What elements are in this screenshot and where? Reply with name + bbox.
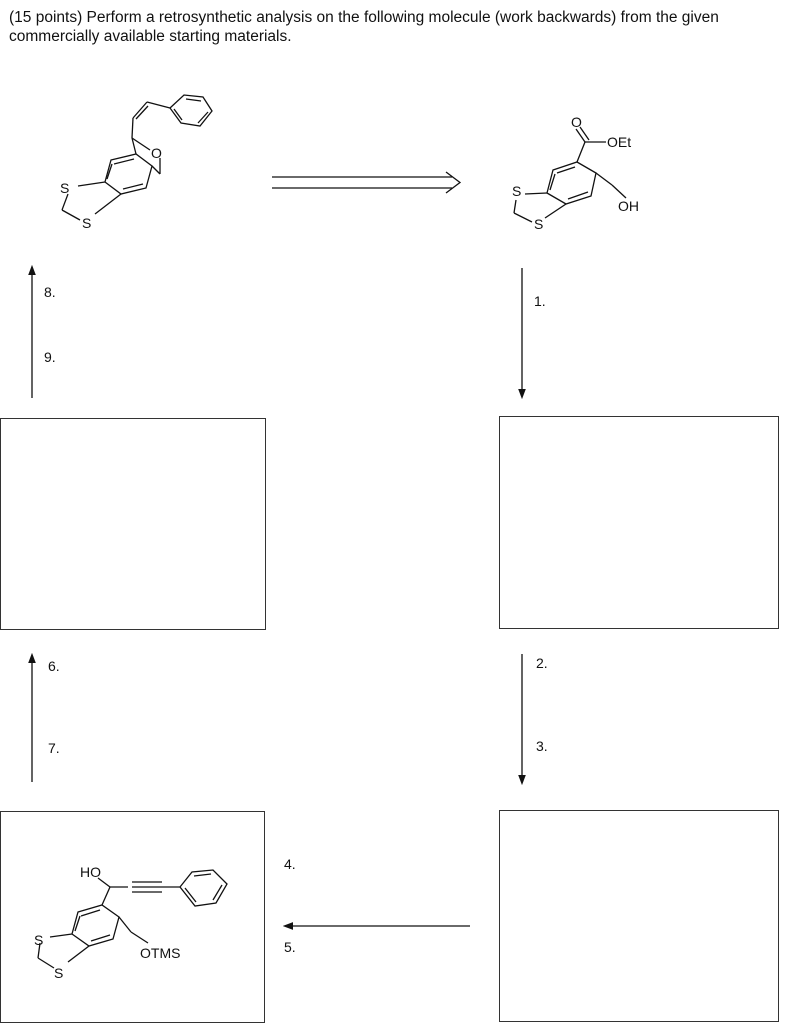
step-3-label: 3.	[536, 738, 548, 754]
start-oh-group: OH	[618, 198, 639, 214]
start-s-atom-2: S	[534, 216, 543, 232]
target-s-atom-2: S	[82, 215, 91, 231]
step-6-label: 6.	[48, 658, 60, 674]
start-s-atom-1: S	[512, 183, 521, 199]
retrosynthesis-arrow	[272, 171, 462, 194]
intermediate-s-atom-1: S	[34, 932, 43, 948]
intermediate-box	[0, 811, 265, 1023]
start-oet-group: OEt	[607, 134, 631, 150]
step-5-label: 5.	[284, 939, 296, 955]
intermediate-ho-group: HO	[80, 864, 101, 880]
intermediate-molecule: S S HO OTMS	[34, 864, 228, 981]
start-carbonyl-o-atom: O	[571, 114, 582, 130]
intermediate-s-atom-2: S	[54, 965, 63, 981]
intermediate-otms-group: OTMS	[140, 945, 180, 961]
target-molecule: S S O	[60, 94, 213, 231]
starting-material: S S O OEt OH	[512, 114, 639, 232]
question-text: (15 points) Perform a retrosynthetic ana…	[9, 9, 719, 45]
answer-box-right-middle[interactable]	[499, 416, 779, 629]
step-4-label: 4.	[284, 856, 296, 872]
step-2-label: 2.	[536, 655, 548, 671]
answer-box-left-middle[interactable]	[0, 418, 266, 630]
target-s-atom-1: S	[60, 180, 69, 196]
step-7-label: 7.	[48, 740, 60, 756]
step-9-label: 9.	[44, 349, 56, 365]
target-o-atom: O	[151, 145, 162, 161]
step-1-label: 1.	[534, 293, 546, 309]
step-8-label: 8.	[44, 284, 56, 300]
answer-box-right-bottom[interactable]	[499, 810, 779, 1022]
